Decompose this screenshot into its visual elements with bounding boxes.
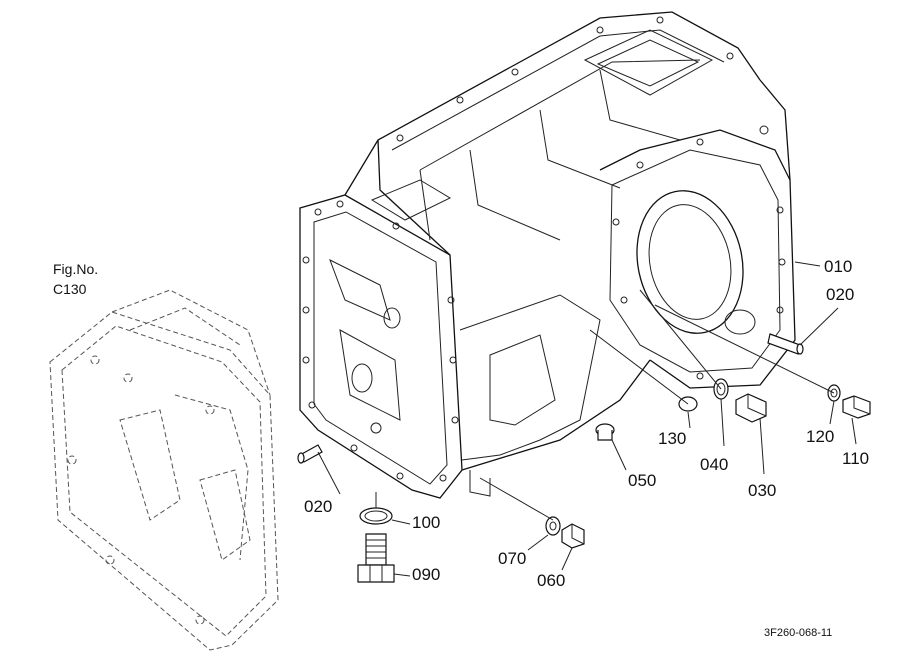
pin-020-left — [297, 444, 323, 464]
plug-110 — [842, 395, 871, 419]
adjoining-housing-phantom — [49, 289, 279, 651]
callout-020-left: 020 — [304, 497, 332, 516]
pin-020-right — [767, 333, 804, 355]
plug-030 — [735, 393, 767, 423]
callout-120: 120 — [806, 427, 834, 446]
plug-060 — [561, 523, 585, 549]
o-ring-100 — [359, 507, 393, 525]
callout-050: 050 — [628, 471, 656, 490]
callout-130: 130 — [658, 429, 686, 448]
callout-070: 070 — [498, 549, 526, 568]
figure-ref-line2: C130 — [53, 281, 87, 297]
callout-100: 100 — [412, 513, 440, 532]
callout-020-right: 020 — [826, 285, 854, 304]
figure-ref-line1: Fig.No. — [53, 261, 98, 277]
washer-070 — [545, 516, 561, 536]
drawing-code: 3F260-068-11 — [764, 627, 832, 639]
plug-050 — [595, 423, 615, 441]
callout-060: 060 — [537, 571, 565, 590]
callout-110: 110 — [842, 449, 869, 468]
callout-090: 090 — [412, 565, 440, 584]
transmission-case — [299, 11, 796, 499]
leader-lines — [317, 261, 857, 577]
callout-010: 010 — [824, 257, 852, 276]
callout-040: 040 — [700, 455, 728, 474]
callout-030: 030 — [748, 481, 776, 500]
filter-090 — [357, 533, 395, 583]
